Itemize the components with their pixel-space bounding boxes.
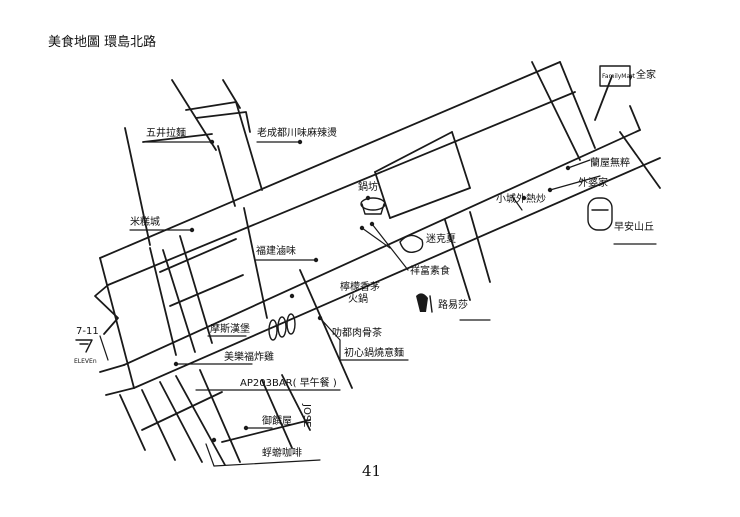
label-quanjia[interactable]: 全家: [636, 68, 656, 81]
label-meile-fu-zhaji[interactable]: 美樂福炸雞: [224, 350, 274, 363]
label-ning-meng-xiang-mao[interactable]: 檸檬香茅: [340, 280, 380, 293]
label-lan-wu-wu-zui[interactable]: 蘭屋無粹: [590, 156, 630, 169]
road-network: [94, 61, 661, 466]
label-huo-guo[interactable]: 火鍋: [348, 292, 368, 305]
label-mosi-hanbao[interactable]: 摩斯漢堡: [210, 322, 250, 335]
map-title: 美食地圖 環島北路: [48, 34, 156, 50]
label-zao-an-shanqiu[interactable]: 早安山丘: [614, 220, 654, 233]
svg-text:JOSE: JOSE: [301, 403, 312, 428]
pot-icon[interactable]: [360, 197, 386, 215]
label-lu-yi-sha[interactable]: 路易莎: [438, 298, 468, 311]
label-hudie-kafei[interactable]: 蜉蝣咖啡: [262, 446, 302, 459]
label-chuxin-guoshao[interactable]: 初心鍋燒意麵: [344, 346, 404, 359]
label-fujian-zhanwei[interactable]: 福建滷味: [256, 244, 296, 257]
label-wujing-lamian[interactable]: 五井拉麵: [146, 126, 186, 139]
label-ap203bar[interactable]: AP203BAR( 早午餐 ): [240, 376, 337, 389]
label-yu-pu-wu[interactable]: 御饌屋: [262, 414, 292, 427]
label-seven-eleven[interactable]: 7-11: [76, 326, 99, 337]
seven-eleven-icon[interactable]: ELEVEn: [74, 339, 97, 365]
label-mi-gao-cheng[interactable]: 米糕城: [130, 215, 160, 228]
label-xiao-du-rou-gu-cha[interactable]: 叻都肉骨茶: [332, 326, 382, 339]
label-xiao-cheng-wai-reshao[interactable]: 小城外熱炒: [496, 192, 546, 205]
label-laocheng-duchuan[interactable]: 老成都川味麻辣燙: [257, 126, 337, 139]
label-guo-fang[interactable]: 鍋坊: [358, 180, 378, 193]
svg-text:FamilyMart: FamilyMart: [602, 73, 636, 80]
svg-text:ELEVEn: ELEVEn: [74, 358, 97, 365]
familymart-icon[interactable]: FamilyMart: [599, 65, 636, 87]
milkshop-icon[interactable]: [399, 234, 424, 253]
hill-cup-icon[interactable]: [587, 197, 613, 231]
mos-burger-icon[interactable]: [268, 313, 296, 341]
label-mi-ke-xia[interactable]: 迷克夏: [426, 233, 456, 245]
hudie-cafe-icon[interactable]: JOSE: [301, 403, 312, 428]
leaders: [99, 75, 657, 467]
page-number: 41: [362, 462, 381, 480]
label-wai-po-jia[interactable]: 外婆家: [578, 176, 608, 189]
label-xiang-fu-su-shi[interactable]: 祥富素食: [410, 264, 450, 277]
labels: 五井拉麵 老成都川味麻辣燙 米糕城 鍋坊 福建滷味 迷克夏 祥富素食 檸檬香茅 …: [76, 68, 656, 459]
louisa-icon[interactable]: [416, 293, 433, 313]
